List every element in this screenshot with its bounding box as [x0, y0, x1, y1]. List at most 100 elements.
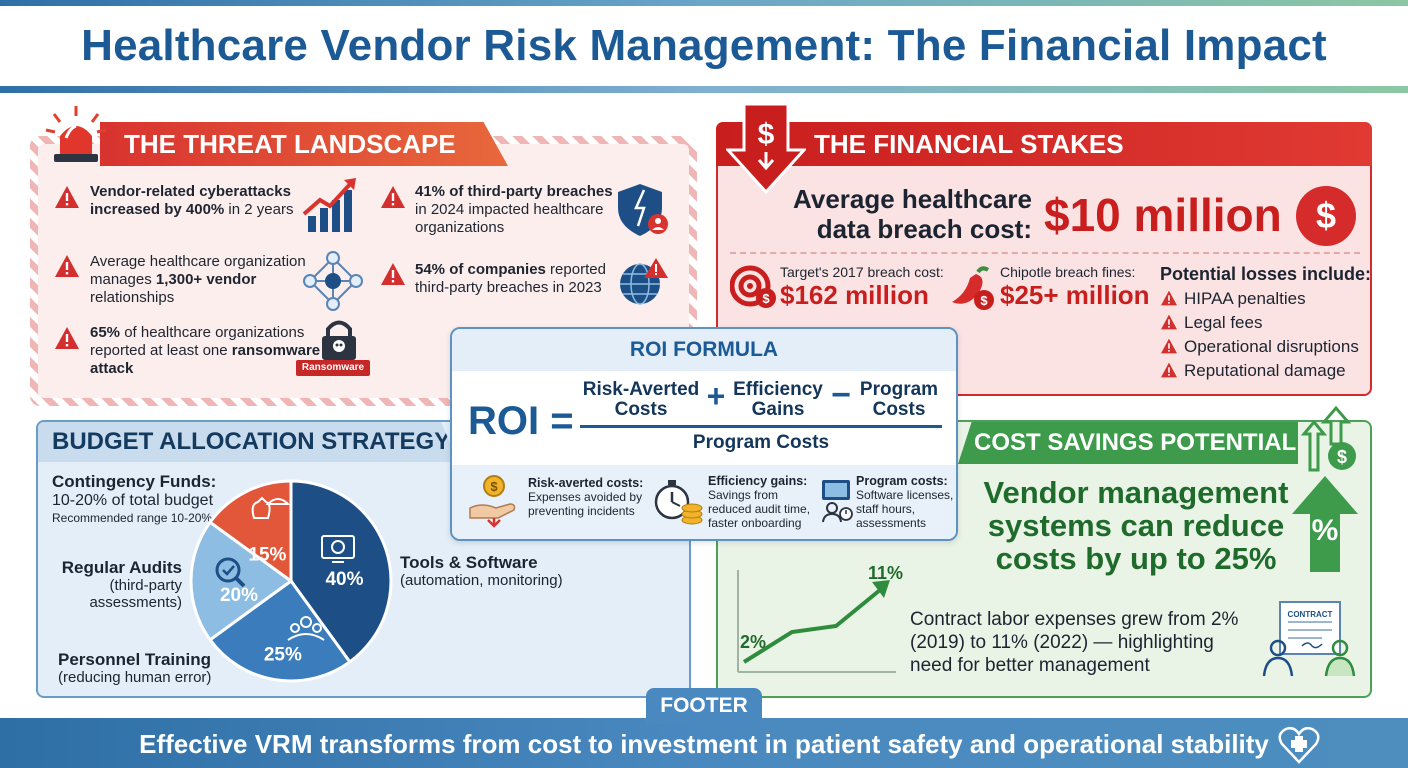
roi-fraction-line: [580, 425, 942, 428]
svg-text:$: $: [1337, 447, 1347, 467]
list-item: Reputational damage: [1160, 361, 1360, 385]
financial-heading: THE FINANCIAL STAKES: [716, 122, 1372, 166]
budget-heading: BUDGET ALLOCATION STRATEGY: [38, 422, 458, 462]
contingency-title: Contingency Funds:: [52, 472, 217, 491]
threat-item-companies-2023: 54% of companies reported third-party br…: [415, 261, 606, 296]
pie-slice: [208, 578, 352, 683]
roi-def-efficiency: Efficiency gains:Savings from reduced au…: [708, 474, 811, 530]
dollar-down-arrow-icon: $: [726, 102, 806, 194]
footer-text: Effective VRM transforms from cost to in…: [139, 729, 1269, 759]
alert-icon: [1161, 290, 1177, 306]
siren-icon: [45, 106, 107, 162]
chart-start-label: 2%: [740, 632, 767, 652]
contract-label: CONTRACT: [1287, 610, 1333, 619]
chart-end-label: 11%: [868, 563, 904, 583]
footer-bar: [0, 718, 1408, 768]
list-item: Operational disruptions: [1160, 337, 1360, 361]
target-value: $162 million: [780, 280, 929, 310]
threat-item-vendors: Average healthcare organization manages …: [90, 253, 306, 306]
hand-coin-icon: $: [469, 475, 516, 528]
threat-item-cyberattacks: Vendor-related cyberattacks increased by…: [90, 183, 294, 218]
gear-monitor-icon: [321, 535, 355, 563]
budget-pie-chart: 40% 25% 20% 15%: [189, 479, 393, 683]
labor-note: Contract labor expenses grew from 2%(201…: [910, 609, 1239, 676]
threat-heading: THE THREAT LANDSCAPE: [100, 122, 508, 166]
percent-symbol: %: [1311, 514, 1339, 547]
roi-denominator: Program Costs: [692, 432, 830, 453]
contract-handshake-icon: [1262, 601, 1356, 677]
avg-breach-value: $10 million: [1044, 189, 1282, 241]
ransomware-tag: Ransomware: [296, 360, 370, 376]
chili-pepper-icon: $: [952, 266, 994, 310]
people-gear-icon: [287, 616, 325, 641]
alert-icon: [381, 263, 405, 285]
target-icon: $: [730, 265, 776, 308]
title-divider: [0, 86, 1408, 93]
chipotle-label: Chipotle breach fines:: [1000, 264, 1136, 280]
roi-lhs: ROI =: [468, 399, 574, 443]
tools-sub: (automation, monitoring): [400, 572, 563, 589]
pie-slice-label: 40%: [325, 569, 363, 590]
roi-definitions: [452, 465, 956, 539]
svg-text:$: $: [762, 291, 770, 306]
contingency-sub: 10-20% of total budget: [52, 492, 214, 509]
financial-divider: [730, 252, 1360, 254]
alert-icon: [381, 186, 405, 208]
dollar-coin-icon: $: [1296, 186, 1356, 246]
chipotle-value: $25+ million: [1000, 280, 1150, 310]
roi-def-program: Program costs:Software licenses, staff h…: [856, 474, 954, 530]
svg-text:$: $: [980, 293, 988, 308]
list-item: HIPAA penalties: [1160, 289, 1360, 313]
up-arrow-percent-icon: [1292, 476, 1358, 572]
audits-title: Regular Audits: [61, 558, 182, 577]
contingency-note: Recommended range 10-20%: [52, 511, 213, 525]
alert-icon: [1161, 314, 1177, 330]
roi-plus: +: [706, 378, 726, 414]
alert-icon: [1161, 362, 1177, 378]
pie-slice: [208, 479, 293, 584]
list-item: Legal fees: [1160, 313, 1360, 337]
savings-heading: COST SAVINGS POTENTIAL: [958, 422, 1298, 464]
money-bag-umbrella-icon: [251, 496, 291, 519]
rising-chart-icon: [302, 178, 356, 232]
threat-item-ransomware: 65% of healthcare organizations reported…: [90, 324, 321, 377]
page-title: Healthcare Vendor Risk Management: The F…: [81, 21, 1327, 70]
svg-text:$: $: [758, 118, 775, 151]
labor-growth-chart: [737, 570, 896, 673]
training-title: Personnel Training: [58, 650, 212, 669]
lock-skull-icon: [322, 320, 356, 360]
magnifier-check-icon: [215, 557, 246, 588]
pie-slice: [289, 479, 393, 664]
roi-minus: −: [831, 376, 851, 414]
training-sub: (reducing human error): [58, 669, 212, 686]
alert-icon: [55, 186, 79, 208]
alert-icon: [55, 327, 79, 349]
footer-tab: FOOTER: [646, 688, 762, 724]
top-accent-rule: [0, 0, 1408, 6]
target-label: Target's 2017 breach cost:: [780, 264, 944, 280]
pie-slice-label: 25%: [264, 644, 302, 665]
losses-heading: Potential losses include:: [1160, 264, 1372, 284]
computer-user-icon: [822, 480, 853, 523]
roi-def-risk: Risk-averted costs:Expenses avoided by p…: [528, 476, 644, 518]
svg-text:$: $: [1316, 195, 1336, 236]
pie-slice-label: 20%: [220, 585, 258, 606]
globe-warning-icon: [620, 258, 668, 305]
arrows-dollar-icon: $: [1300, 405, 1356, 472]
threat-item-third-party-2024: 41% of third-party breaches in 2024 impa…: [415, 183, 613, 236]
losses-list: HIPAA penalties Legal fees Operational d…: [1160, 289, 1360, 385]
pie-slice-label: 15%: [248, 545, 286, 566]
heart-hospital-icon: [1278, 726, 1320, 764]
stopwatch-coins-icon: [654, 480, 703, 525]
shield-breach-icon: [618, 184, 668, 236]
alert-icon: [55, 255, 79, 277]
roi-heading: ROI FORMULA: [452, 329, 956, 371]
alert-icon: [1161, 338, 1177, 354]
network-icon: [303, 251, 363, 311]
